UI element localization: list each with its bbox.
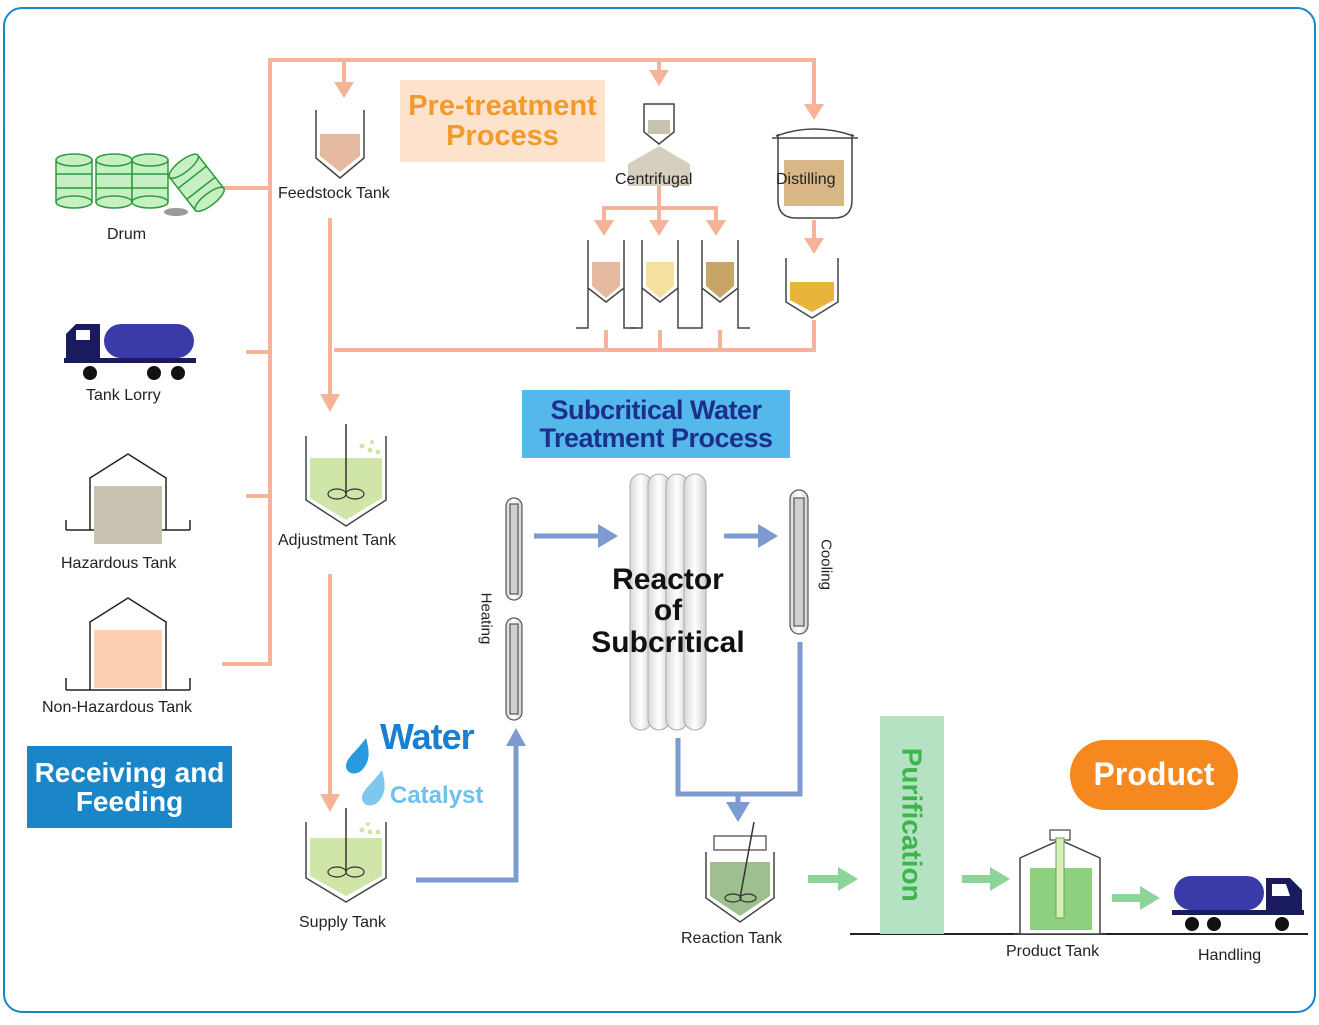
non-hazardous-tank-label: Non-Hazardous Tank [42,699,193,716]
distilling-icon [772,128,858,219]
product-badge: Product [1070,740,1238,810]
reactor-title-line1: Reactor [612,562,724,596]
product-tank-icon [1014,829,1106,935]
purification-label: Purification [896,747,928,902]
product-tank-label: Product Tank [1006,943,1100,960]
drum-label: Drum [107,226,147,243]
drum-icon [55,153,225,216]
handling-label: Handling [1198,947,1262,964]
receiving-title-line2: Feeding [75,786,184,817]
frame-border [3,7,1316,1013]
pretreatment-title-line1: Pre-treatment [408,89,597,122]
tank-lorry-label: Tank Lorry [86,387,161,404]
cooling-label: Cooling [817,539,835,590]
distillate-tank-icon [785,258,839,319]
reactor-title-line3: Subcritical [591,625,745,659]
heating-tubes-icon [505,497,523,721]
reactor-title-line2: of [653,594,683,628]
adjustment-tank-icon [305,424,387,527]
hazardous-tank-icon [65,453,191,544]
subcritical-title-box: Subcritical Water Treatment Process [522,390,790,458]
receiving-title-line1: Receiving and [34,756,225,788]
purification-box: Purification [880,716,944,934]
water-lines [416,533,803,883]
catalyst-label: Catalyst [390,782,484,809]
receiving-title-box: Receiving and Feeding [27,746,232,828]
centrifugal-label: Centrifugal [615,171,693,188]
cooling-tube-icon [789,489,809,635]
reaction-tank-icon [705,821,775,923]
subcritical-title-line2: Treatment Process [539,423,773,453]
handling-lorry-icon [1172,876,1304,931]
reactor-icon [629,473,707,731]
adjustment-tank-label: Adjustment Tank [278,532,396,549]
product-badge-label: Product [1093,756,1215,793]
water-arrowheads [506,524,778,822]
non-hazardous-tank-icon [65,597,191,691]
receiver-tank-2-icon [630,240,690,329]
feed-arrowheads [320,70,824,812]
reactor-title: Reactor of Subcritical [570,562,766,660]
heating-label: Heating [477,592,495,645]
reaction-tank-label: Reaction Tank [681,930,783,947]
feedstock-tank-icon [315,110,365,179]
product-arrows [808,867,1160,910]
hazardous-tank-label: Hazardous Tank [61,555,177,572]
supply-tank-icon [305,808,387,903]
water-drop-icon [346,738,369,774]
feedstock-tank-label: Feedstock Tank [278,185,390,202]
receiver-tank-1-icon [576,240,636,329]
receiver-tank-3-icon [690,240,750,329]
centrifugal-icon [628,103,690,186]
water-label: Water [380,716,475,757]
pretreatment-title-line2: Process [446,120,559,152]
supply-tank-label: Supply Tank [299,914,386,931]
distilling-label: Distilling [776,171,836,188]
tank-lorry-icon [64,324,196,380]
subcritical-title-line1: Subcritical Water [550,394,762,425]
catalyst-drop-icon [362,770,385,806]
pretreatment-title-box: Pre-treatment Process [400,80,605,162]
